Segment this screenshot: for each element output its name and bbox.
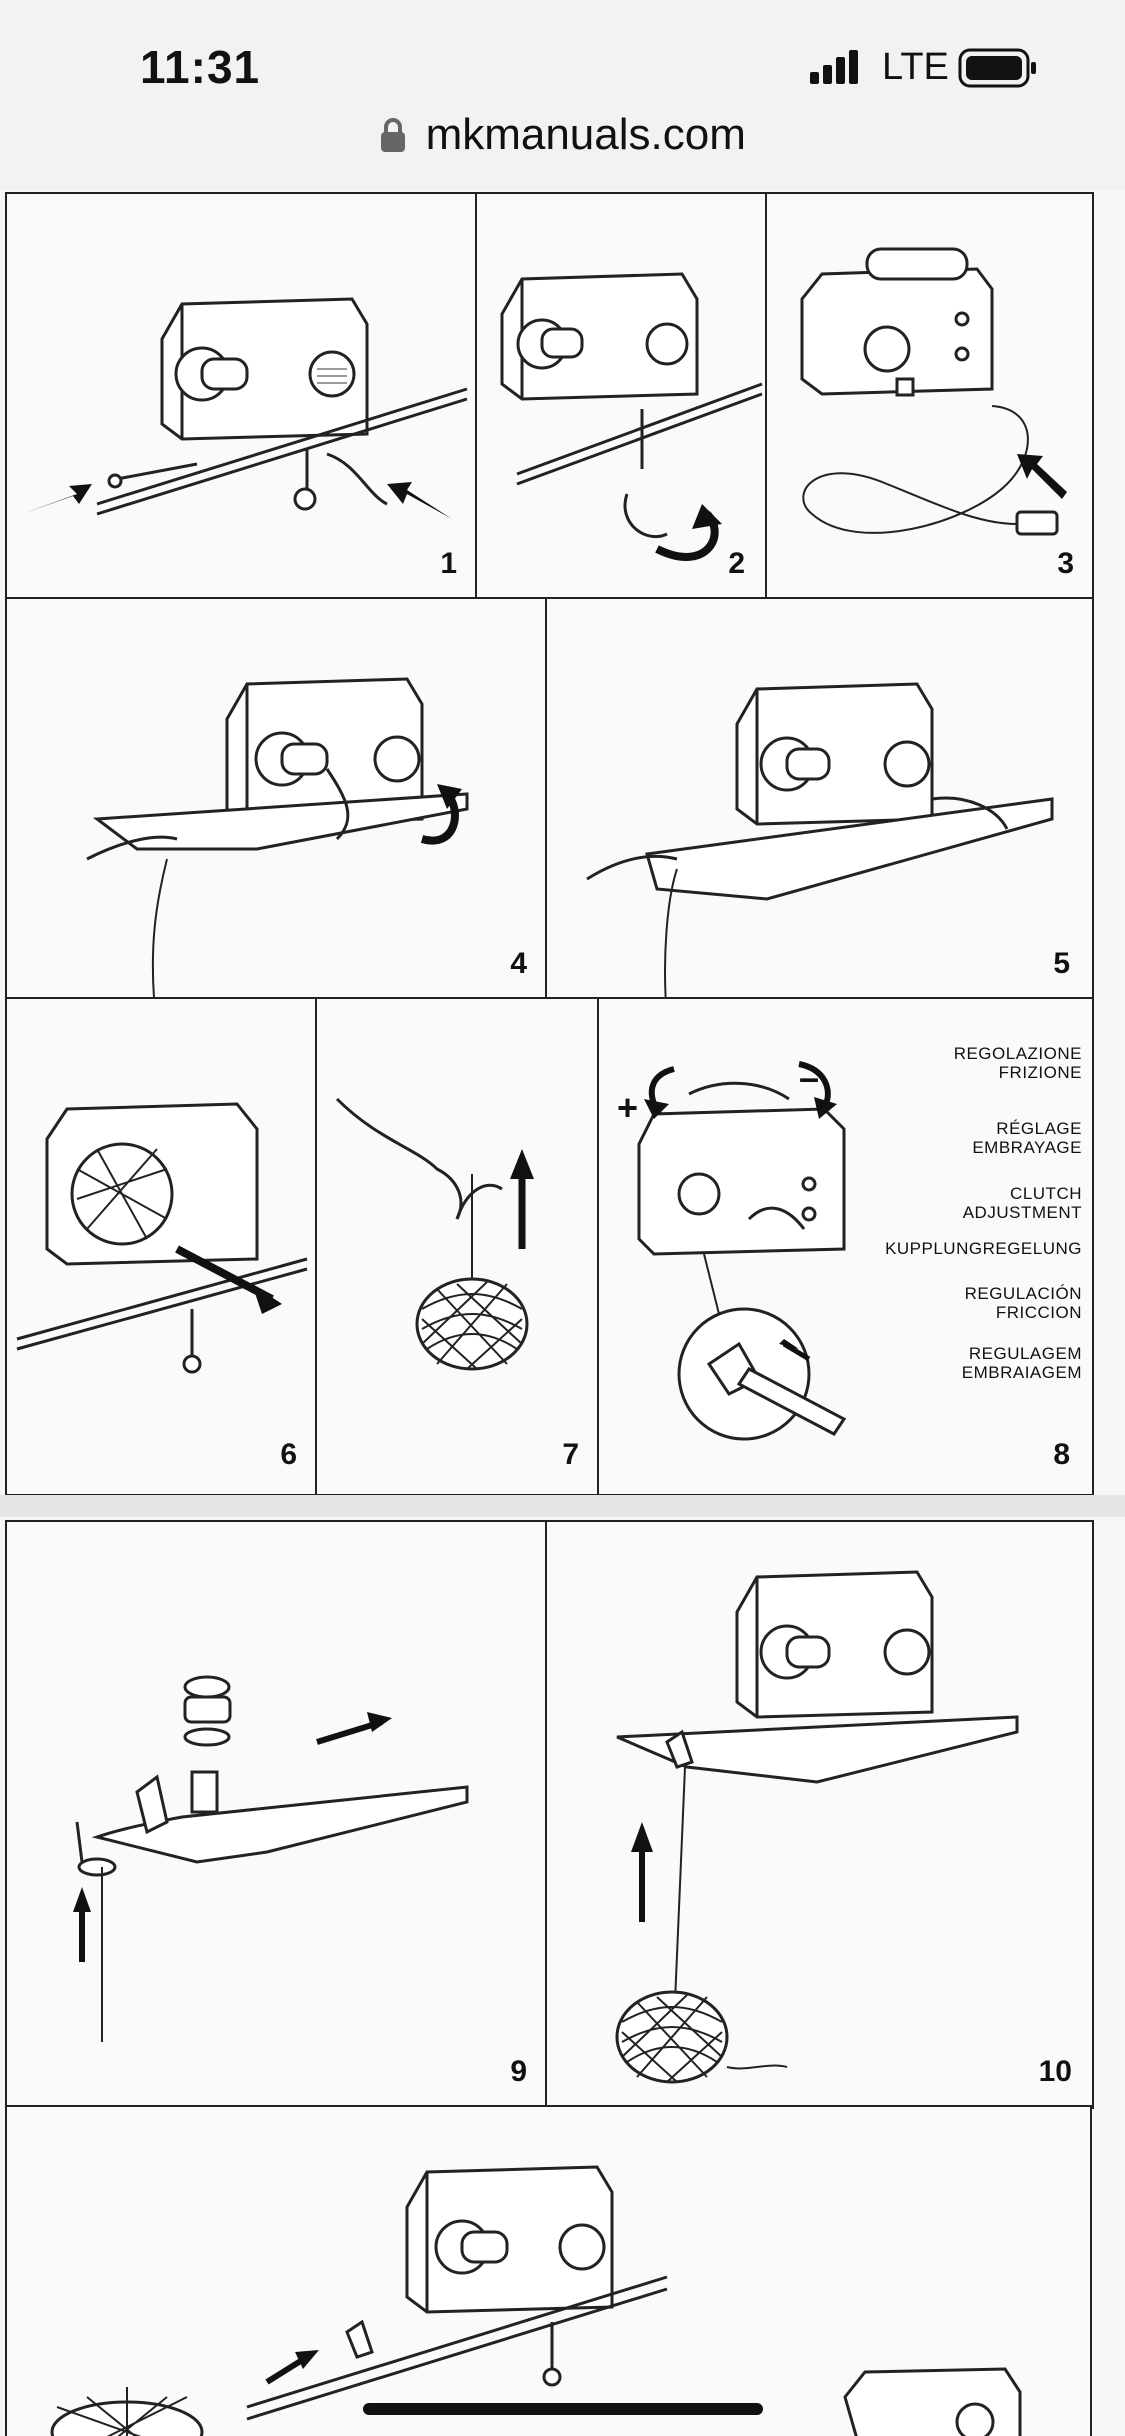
label-line: REGULACIÓN: [964, 1284, 1082, 1303]
thread-guide-illustration: [586, 682, 1054, 999]
label-line: FRIZIONE: [998, 1063, 1082, 1082]
clutch-adjustment-illustration: [637, 1061, 847, 1441]
panel-3: 3: [765, 192, 1094, 601]
panel-10: 10: [545, 1520, 1094, 2109]
panel-number: 2: [728, 547, 745, 580]
label-line: FRICCION: [995, 1303, 1082, 1322]
home-indicator[interactable]: [363, 2403, 763, 2415]
panel-number: 7: [562, 1438, 579, 1471]
panel-9: 9: [5, 1520, 549, 2109]
address-bar[interactable]: mkmanuals.com: [0, 110, 1125, 180]
clock: 11:31: [140, 41, 261, 93]
yarn-ball-illustration: [335, 1097, 534, 1371]
manual-page: 1 2: [0, 190, 1125, 2436]
thread-guide-assembly-illustration: [73, 1675, 469, 2042]
panel-7: 7: [315, 997, 601, 1496]
label-line: KUPPLUNGREGELUNG: [885, 1239, 1082, 1258]
panel-5: 5: [545, 597, 1094, 1001]
panel-11: [5, 2105, 809, 2436]
url-text: mkmanuals.com: [425, 110, 746, 159]
label-line: CLUTCH: [1010, 1184, 1082, 1203]
clutch-label-pt: REGULAGEM EMBRAIAGEM: [862, 1344, 1082, 1382]
clamp-tighten-illustration: [500, 272, 763, 561]
power-cord-illustration: [800, 247, 1067, 536]
label-line: ADJUSTMENT: [962, 1203, 1082, 1222]
panel-4: 4: [5, 597, 549, 1001]
panel-number: 6: [280, 1438, 297, 1471]
panel-1: 1: [5, 192, 479, 601]
panel-number: 5: [1053, 947, 1070, 980]
panel-number: 8: [1053, 1438, 1070, 1471]
panel-number: 4: [510, 947, 527, 980]
label-line: REGOLAZIONE: [953, 1044, 1082, 1063]
lock-icon: [379, 117, 407, 153]
status-bar: 11:31 LTE mkmanuals.com: [0, 0, 1125, 190]
battery-icon: [958, 48, 1038, 88]
signal-icon: [810, 50, 870, 84]
panel-6: 6: [5, 997, 319, 1496]
plus-symbol: +: [617, 1087, 639, 1128]
clutch-label-en: CLUTCH ADJUSTMENT: [862, 1184, 1082, 1222]
label-line: EMBRAYAGE: [972, 1138, 1082, 1157]
panel-number: 10: [1038, 2055, 1072, 2088]
page-gap: [0, 1495, 1125, 1517]
clutch-label-it: REGOLAZIONE FRIZIONE: [862, 1044, 1082, 1082]
panel-number: 1: [440, 547, 457, 580]
label-line: EMBRAIAGEM: [961, 1363, 1082, 1382]
clutch-label-es: REGULACIÓN FRICCION: [862, 1284, 1082, 1322]
winding-setup-illustration: [615, 1570, 1019, 2084]
panel-number: 9: [510, 2055, 527, 2088]
panel-8: + – REGOLAZIONE FRIZIONE RÉGLAGE EMBRAYA…: [597, 997, 1094, 1496]
label-line: REGULAGEM: [968, 1344, 1082, 1363]
panel-2: 2: [475, 192, 769, 601]
clutch-label-fr: RÉGLAGE EMBRAYAGE: [862, 1119, 1082, 1157]
thread-winder-illustration: [86, 677, 469, 999]
panel-number: 3: [1057, 547, 1074, 580]
remove-ball-illustration: [16, 1102, 308, 1374]
winder-partial-illustration: [843, 2367, 1022, 2436]
winder-clamp-illustration: [22, 297, 468, 519]
swift-winder-illustration: [50, 2165, 668, 2436]
minus-symbol: –: [799, 1057, 820, 1098]
carrier-label: LTE: [882, 46, 949, 88]
panel-12: [805, 2105, 1092, 2436]
label-line: RÉGLAGE: [996, 1119, 1082, 1138]
clutch-label-de: KUPPLUNGREGELUNG: [842, 1239, 1082, 1258]
